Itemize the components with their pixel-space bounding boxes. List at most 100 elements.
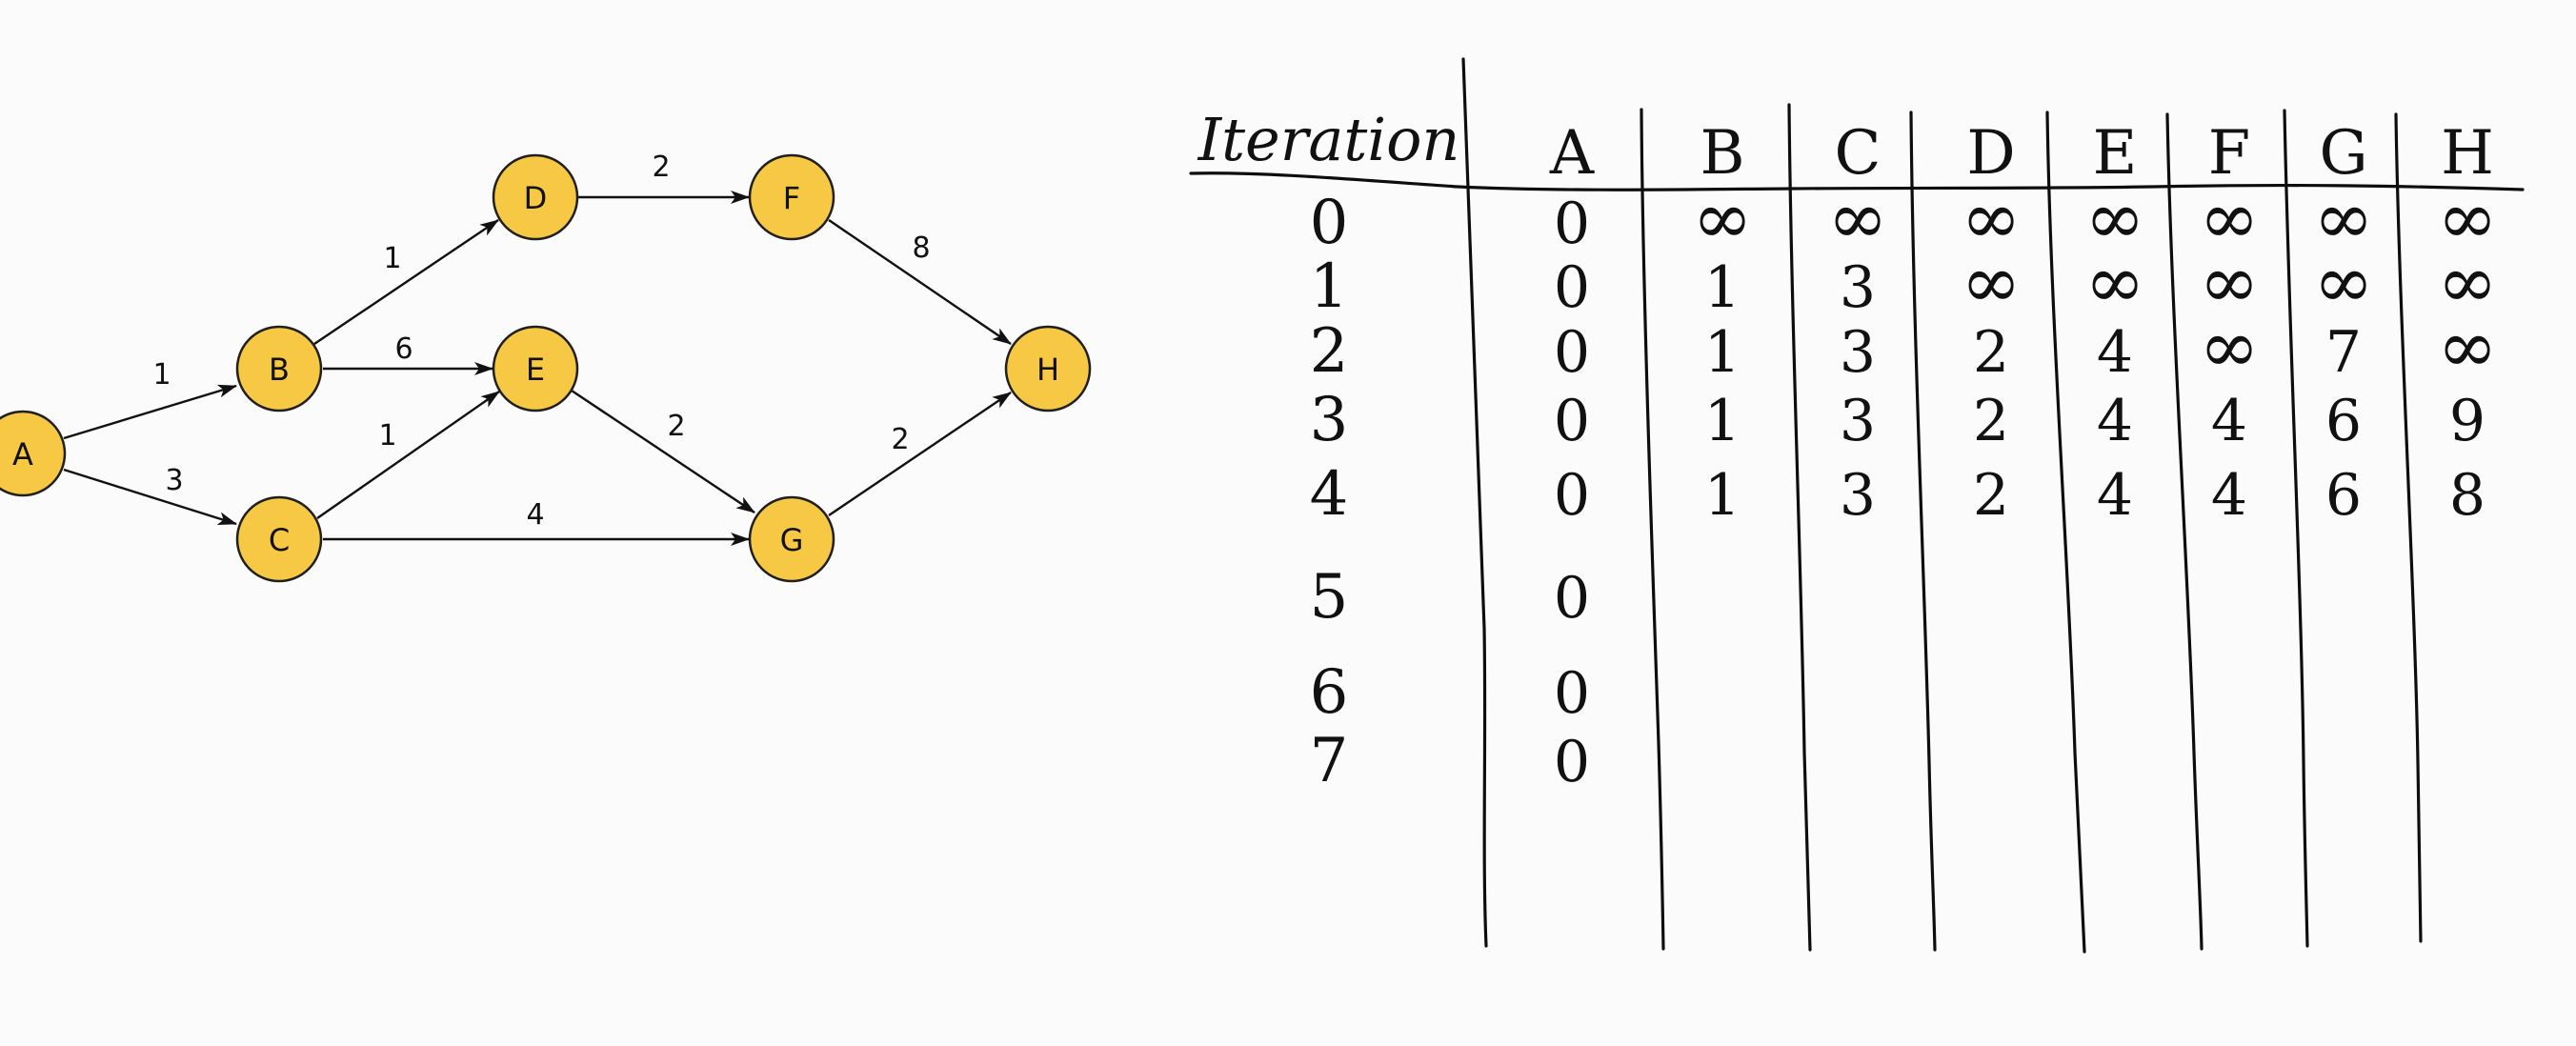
table-cell: ∞ <box>2313 175 2373 260</box>
table-cell: ∞ <box>1961 239 2021 324</box>
table-cell: ∞ <box>2084 175 2144 260</box>
table-cell: 2 <box>1973 319 2009 386</box>
table-cell: ∞ <box>1827 175 1887 260</box>
iteration-number: 3 <box>1310 385 1349 455</box>
table-cell: 4 <box>2097 319 2133 386</box>
edge-A-C-weight: 3 <box>165 464 183 497</box>
table-cell: 9 <box>2449 388 2485 454</box>
table-cell: 3 <box>1840 254 1876 321</box>
table-cell: ∞ <box>2199 239 2259 324</box>
iteration-number: 5 <box>1310 562 1349 633</box>
edge-B-D-weight: 1 <box>383 242 401 275</box>
table-cell: 1 <box>1704 462 1741 529</box>
table-cell: 0 <box>1554 254 1590 321</box>
table-cell: 1 <box>1704 319 1741 386</box>
table-column-rule <box>1640 108 1665 951</box>
node-B-label: B <box>269 352 290 388</box>
table-column-rule <box>2165 112 2204 951</box>
table-column-rule <box>1461 57 1488 948</box>
table-cell: ∞ <box>2437 175 2497 260</box>
table-cell: 6 <box>2325 388 2362 454</box>
table-cell: ∞ <box>1692 175 1752 260</box>
edge-A-B-weight: 1 <box>152 358 171 392</box>
table-cell: 4 <box>2097 462 2133 529</box>
node-C: C <box>235 495 323 583</box>
edge-C-G-weight: 4 <box>526 498 544 532</box>
table-cell: 1 <box>1704 388 1741 454</box>
node-G-label: G <box>780 522 804 558</box>
table-column-rule <box>1909 111 1937 952</box>
table-cell: ∞ <box>2084 239 2144 324</box>
table-cell: 0 <box>1554 319 1590 386</box>
table-cell: 2 <box>1973 388 2009 454</box>
iteration-number: 0 <box>1310 188 1349 258</box>
table-column-rule <box>2283 109 2309 948</box>
table-column-rule <box>2394 112 2423 943</box>
table-cell: 0 <box>1554 462 1590 529</box>
column-header-c: C <box>1835 118 1882 189</box>
table-cell: ∞ <box>2437 304 2497 389</box>
edge-E-G <box>571 390 755 513</box>
node-D-label: D <box>524 180 548 216</box>
edge-E-G-weight: 2 <box>667 410 685 443</box>
table-cell: 6 <box>2325 462 2362 529</box>
table-cell: ∞ <box>2437 239 2497 324</box>
table-grid <box>1189 57 2525 954</box>
table-cell: 4 <box>2211 462 2247 529</box>
column-header-g: G <box>2319 118 2367 189</box>
table-cell: 0 <box>1554 660 1590 727</box>
node-B: B <box>235 325 323 412</box>
node-H: H <box>1004 325 1092 412</box>
edge-F-H <box>828 219 1012 345</box>
edge-B-D <box>313 219 499 345</box>
edge-A-B <box>63 384 237 440</box>
table-cell: 3 <box>1840 319 1876 386</box>
node-E: E <box>492 325 579 412</box>
iteration-header: Iteration <box>1197 105 1460 174</box>
table-cell: ∞ <box>2199 304 2259 389</box>
edge-G-H-weight: 2 <box>891 423 909 456</box>
node-G: G <box>748 495 835 583</box>
node-D: D <box>492 153 579 241</box>
table-cell: 7 <box>2325 319 2362 386</box>
graph-nodes: A B C D E F G <box>0 153 1092 583</box>
table-cell: 0 <box>1554 388 1590 454</box>
edge-G-H <box>828 392 1012 516</box>
iteration-number: 4 <box>1310 459 1349 530</box>
node-C-label: C <box>269 522 290 558</box>
table-header: Iteration <box>1197 105 1460 174</box>
table-cell: 0 <box>1554 191 1590 257</box>
table-cell: 0 <box>1554 565 1590 632</box>
edge-A-C <box>63 468 237 526</box>
table-cell: 3 <box>1840 388 1876 454</box>
table-cell: 2 <box>1973 462 2009 529</box>
edge-C-E-weight: 1 <box>378 419 396 453</box>
table-cell: 3 <box>1840 462 1876 529</box>
column-header-d: D <box>1966 118 2015 189</box>
table-cell: ∞ <box>2199 175 2259 260</box>
column-header-e: E <box>2093 118 2138 189</box>
node-F: F <box>748 153 835 241</box>
node-A: A <box>0 410 67 497</box>
column-header-f: F <box>2208 118 2250 189</box>
table-column-rule <box>1787 103 1812 952</box>
edge-F-H-weight: 8 <box>912 231 930 265</box>
node-H-label: H <box>1036 352 1059 388</box>
table-cell: 0 <box>1554 729 1590 795</box>
iteration-number: 2 <box>1310 316 1349 387</box>
column-header-a: A <box>1549 118 1595 189</box>
iteration-number: 6 <box>1310 657 1349 728</box>
shortest-path-graph: 1 3 1 6 1 4 2 2 8 2 A <box>0 151 1092 583</box>
column-header-h: H <box>2441 118 2494 189</box>
table-cell: 4 <box>2097 388 2133 454</box>
edge-B-E-weight: 6 <box>394 332 413 366</box>
table-cell: 8 <box>2449 462 2485 529</box>
iteration-number: 7 <box>1310 726 1349 796</box>
column-header-b: B <box>1700 118 1744 189</box>
graph-edges: 1 3 1 6 1 4 2 2 8 2 <box>63 151 1012 546</box>
